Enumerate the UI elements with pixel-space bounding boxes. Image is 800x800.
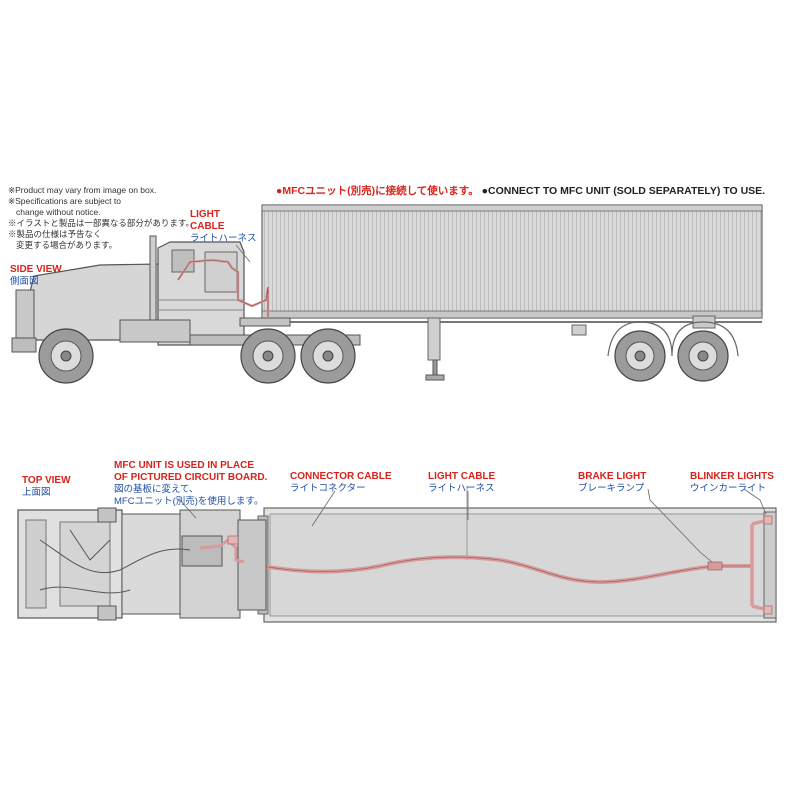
connector-cable-jp: ライトコネクター (290, 483, 366, 494)
mfc-unit-en1: MFC UNIT IS USED IN PLACE (114, 460, 255, 471)
truck-wheels (38, 328, 356, 384)
top-view-title-jp: 上面図 (22, 487, 51, 498)
note-line: ※イラストと製品は一部異なる部分があります。 (8, 218, 194, 228)
notes-block: ※Product may vary from image on box. ※Sp… (8, 185, 194, 251)
mfc-unit-jp1: 図の基板に変えて、 (114, 484, 199, 495)
mfc-unit-en2: OF PICTURED CIRCUIT BOARD. (114, 472, 268, 483)
light-cable-side-en2: CABLE (190, 221, 225, 232)
brake-light-label: BRAKE LIGHT ブレーキランプ (578, 471, 646, 495)
connect-banner: ●MFCユニット(別売)に接続して使います。 ●CONNECT TO MFC U… (276, 183, 765, 198)
light-cable-side-jp: ライトハーネス (190, 233, 257, 244)
note-line: change without notice. (16, 207, 101, 217)
light-cable-side-label: LIGHT CABLE ライトハーネス (190, 209, 257, 245)
light-cable-top-label: LIGHT CABLE ライトハーネス (428, 471, 495, 495)
top-view-title: TOP VIEW (22, 475, 71, 486)
blinker-lights-jp: ウインカーライト (690, 483, 767, 494)
leader-lines (179, 244, 767, 563)
light-cable-top-en: LIGHT CABLE (428, 471, 496, 482)
blinker-lights-label: BLINKER LIGHTS ウインカーライト (690, 471, 774, 495)
trailer-wheels (607, 321, 739, 382)
mfc-unit-jp2: MFCユニット(別売)を使用します。 (114, 496, 264, 507)
blinker-lights-en: BLINKER LIGHTS (690, 471, 774, 482)
note-line: ※Product may vary from image on box. (8, 185, 157, 195)
light-cable-side-en1: LIGHT (190, 209, 220, 220)
connector-cable-label: CONNECTOR CABLE ライトコネクター (290, 471, 391, 495)
trailer-side (261, 204, 763, 381)
truck-top (17, 507, 267, 621)
side-view-label: SIDE VIEW 側面図 (10, 264, 62, 288)
light-cable-top-jp: ライトハーネス (428, 483, 495, 494)
brake-light-jp: ブレーキランプ (578, 483, 645, 494)
brake-light-en: BRAKE LIGHT (578, 471, 647, 482)
mfc-unit-label: MFC UNIT IS USED IN PLACE OF PICTURED CI… (114, 460, 267, 508)
side-view-title: SIDE VIEW (10, 264, 62, 275)
trailer-top (239, 486, 777, 623)
truck-side (11, 235, 361, 353)
note-line: ※Specifications are subject to (8, 196, 121, 206)
note-line: ※製品の仕様は予告なく (8, 229, 102, 239)
connector-cable-en: CONNECTOR CABLE (290, 471, 392, 482)
top-view-label: TOP VIEW 上面図 (22, 475, 71, 499)
note-line: 変更する場合があります。 (16, 240, 118, 250)
banner-jp: ●MFCユニット(別売)に接続して使います。 (276, 185, 479, 197)
banner-en: ●CONNECT TO MFC UNIT (SOLD SEPARATELY) T… (481, 185, 766, 197)
side-view-title-jp: 側面図 (10, 276, 39, 287)
